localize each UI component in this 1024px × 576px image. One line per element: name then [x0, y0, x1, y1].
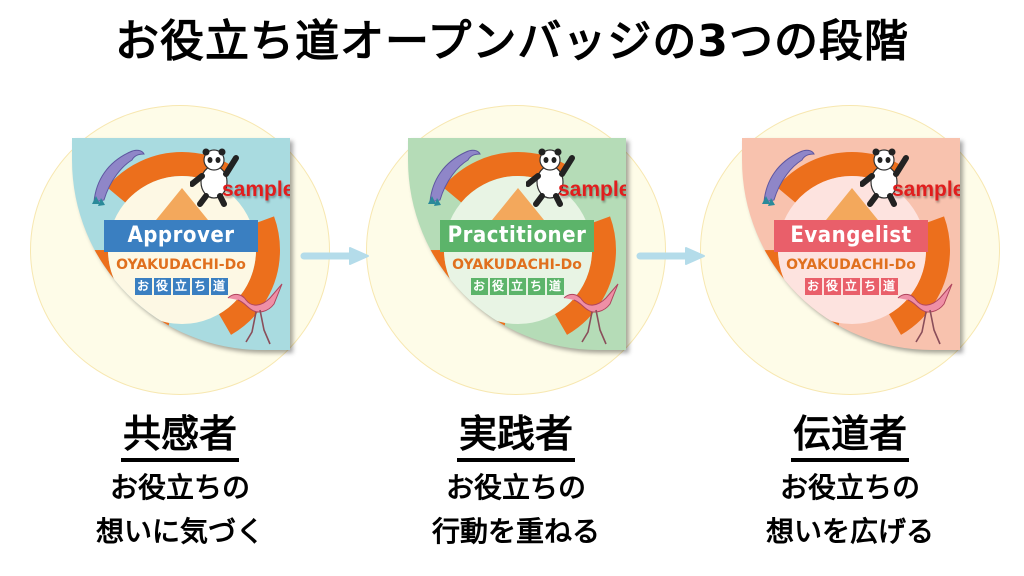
dolphin-icon — [762, 149, 815, 206]
org-kanji-box: 立 — [508, 278, 526, 295]
flamingo-icon — [227, 283, 283, 345]
flamingo-icon — [563, 283, 619, 345]
badge-level-band: Approver — [104, 220, 258, 252]
org-kanji-box: 役 — [489, 278, 507, 295]
badge-image: Practitioner OYAKUDACHI-Do お役立ち道 sample — [408, 138, 626, 350]
org-kanji-box: 役 — [153, 278, 171, 295]
org-name: OYAKUDACHI-Do — [116, 257, 246, 273]
org-kanji-box: ち — [527, 278, 545, 295]
org-kanji-row: お役立ち道 — [72, 278, 290, 295]
badge-image: Approver OYAKUDACHI-Do お役立ち道 sample — [72, 138, 290, 350]
org-kanji-box: 道 — [880, 278, 898, 295]
sample-watermark: sample — [892, 178, 960, 201]
org-kanji-box: 立 — [842, 278, 860, 295]
role-description-line1: お役立ちの — [779, 471, 920, 504]
org-kanji-box: 役 — [823, 278, 841, 295]
org-name: OYAKUDACHI-Do — [452, 257, 582, 273]
org-kanji-row: お役立ち道 — [408, 278, 626, 295]
org-kanji-box: 道 — [210, 278, 228, 295]
org-kanji-box: お — [470, 278, 488, 295]
panda-icon — [860, 148, 909, 207]
role-label: 共感者 — [120, 410, 239, 462]
org-kanji-box: 立 — [172, 278, 190, 295]
role-description-line1: お役立ちの — [109, 471, 250, 504]
role-label: 伝道者 — [790, 410, 909, 462]
flamingo-icon — [897, 283, 953, 345]
role-description-line2: 想いに気づく — [95, 515, 264, 548]
caption-approver: 共感者 お役立ちの 想いに気づく — [20, 410, 340, 554]
role-description-line2: 行動を重ねる — [431, 515, 600, 548]
org-name: OYAKUDACHI-Do — [786, 257, 916, 273]
badge-level-band: Practitioner — [440, 220, 594, 252]
caption-practitioner: 実践者 お役立ちの 行動を重ねる — [356, 410, 676, 554]
badge-level-name: Practitioner — [447, 223, 587, 248]
org-kanji-box: お — [134, 278, 152, 295]
badge-level-band: Evangelist — [774, 220, 928, 252]
sample-watermark: sample — [558, 178, 626, 201]
stage-approver: Approver OYAKUDACHI-Do お役立ち道 sample — [20, 100, 340, 400]
badge-level-name: Evangelist — [790, 223, 912, 248]
role-description-line1: お役立ちの — [445, 471, 586, 504]
dolphin-icon — [428, 149, 481, 206]
role-label: 実践者 — [456, 410, 575, 462]
arrow-right-icon — [636, 247, 705, 265]
caption-evangelist: 伝道者 お役立ちの 想いを広げる — [690, 410, 1010, 554]
dolphin-icon — [92, 149, 145, 206]
page-title: お役立ち道オープンバッジの3つの段階 — [115, 16, 909, 67]
org-kanji-box: お — [804, 278, 822, 295]
stage-evangelist: Evangelist OYAKUDACHI-Do お役立ち道 sample — [690, 100, 1010, 400]
org-kanji-box: 道 — [546, 278, 564, 295]
sample-watermark: sample — [222, 178, 290, 201]
role-description-line2: 想いを広げる — [765, 515, 934, 548]
org-kanji-box: ち — [861, 278, 879, 295]
badge-image: Evangelist OYAKUDACHI-Do お役立ち道 sample — [742, 138, 960, 350]
arrow-right-icon — [300, 247, 369, 265]
panda-icon — [526, 148, 575, 207]
org-kanji-box: ち — [191, 278, 209, 295]
panda-icon — [190, 148, 239, 207]
stage-practitioner: Practitioner OYAKUDACHI-Do お役立ち道 sample — [356, 100, 676, 400]
org-kanji-row: お役立ち道 — [742, 278, 960, 295]
badge-level-name: Approver — [127, 223, 235, 248]
